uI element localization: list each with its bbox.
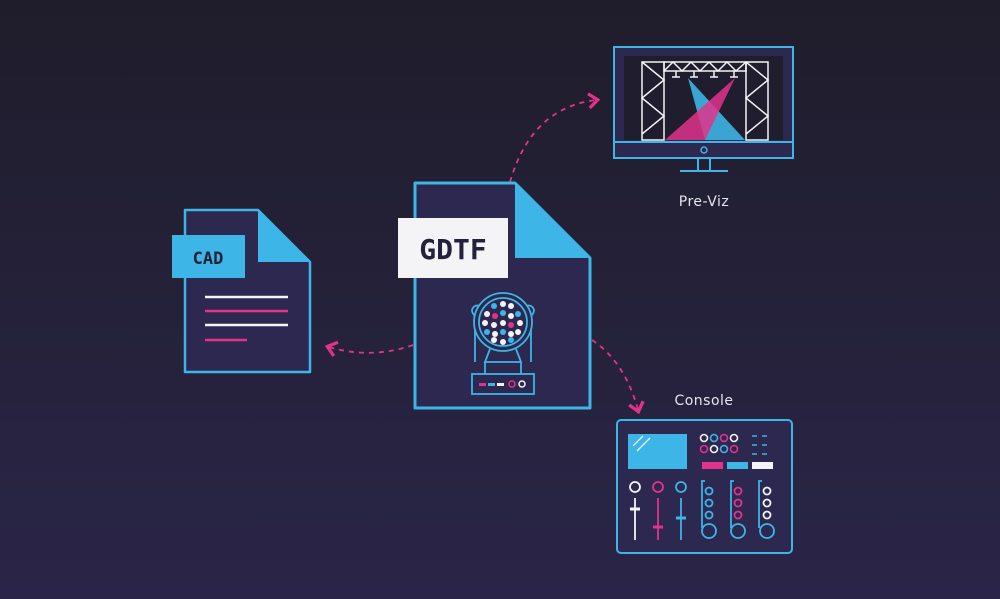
folded-corner (515, 183, 590, 258)
console-faders (629, 480, 775, 540)
previz-label: Pre-Viz (679, 194, 730, 210)
gdtf-label-box (398, 218, 508, 278)
previz-monitor-icon (613, 46, 794, 172)
led-array (479, 301, 526, 388)
arrow-to-cad (324, 340, 414, 357)
folded-corner (258, 210, 310, 262)
console-label: Console (674, 393, 733, 409)
gdtf-label: GDTF (419, 233, 486, 266)
console-icon (616, 419, 793, 554)
truss (640, 60, 770, 141)
arrows (324, 92, 645, 415)
cad-label: CAD (193, 249, 224, 269)
cad-document: CAD (172, 208, 312, 374)
cad-label-box (172, 235, 245, 278)
gdtf-document: GDTF (398, 181, 592, 410)
arrow-to-console (591, 339, 645, 415)
light-beam-pink (665, 78, 735, 140)
arrow-to-previz (509, 92, 601, 183)
console-screen (628, 434, 687, 469)
